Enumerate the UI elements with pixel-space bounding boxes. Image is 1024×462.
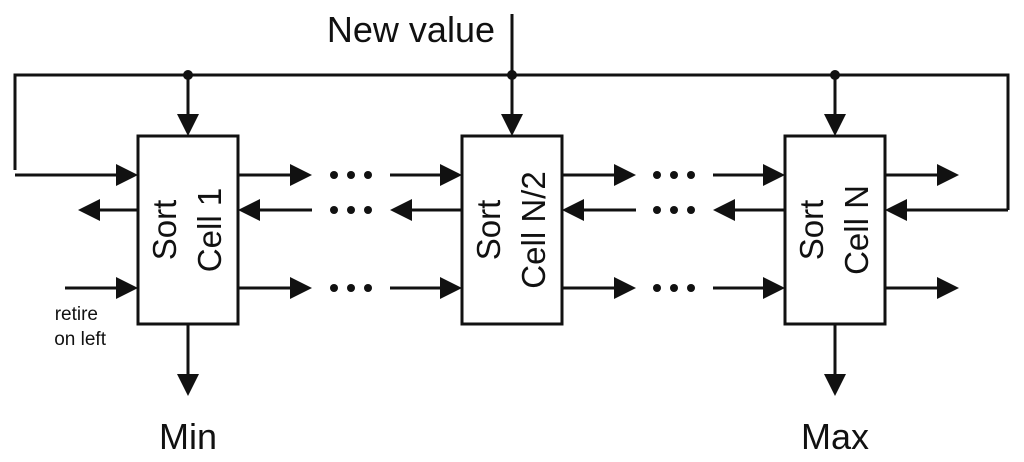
- retire-label-line1: retire: [55, 304, 98, 325]
- ellipsis: [330, 206, 372, 214]
- arrowhead-right: [614, 164, 636, 186]
- ellipsis-group: [330, 171, 695, 292]
- arrowhead-down: [177, 114, 199, 136]
- cell-label-line2: Cell 1: [191, 188, 228, 272]
- arrowhead-left: [238, 199, 260, 221]
- ellipsis: [653, 206, 695, 214]
- arrowhead-left: [562, 199, 584, 221]
- arrowhead-right: [116, 164, 138, 186]
- bus-taps: [177, 75, 846, 136]
- arrowhead-left: [390, 199, 412, 221]
- arrowhead-right: [440, 164, 462, 186]
- arrowhead-right: [290, 164, 312, 186]
- arrowhead-right: [763, 164, 785, 186]
- cell-box: [136, 134, 240, 326]
- arrowhead-right: [440, 277, 462, 299]
- retire-label-line2: on left: [54, 329, 106, 350]
- arrowhead-right: [614, 277, 636, 299]
- arrowhead-left: [885, 199, 907, 221]
- ellipsis: [330, 284, 372, 292]
- cell-label-line2: Cell N: [838, 185, 875, 275]
- min-output: Min: [159, 324, 217, 457]
- arrowhead-down: [501, 114, 523, 136]
- row-middle-arrows: [78, 199, 1008, 221]
- arrowhead-down: [824, 374, 846, 396]
- arrowhead-left: [713, 199, 735, 221]
- arrowhead-right: [290, 277, 312, 299]
- arrowhead-down: [824, 114, 846, 136]
- cell-label-line1: Sort: [470, 200, 507, 261]
- arrowhead-right: [763, 277, 785, 299]
- arrowhead-right: [937, 164, 959, 186]
- new-value-label: New value: [327, 9, 495, 50]
- arrowhead-right: [937, 277, 959, 299]
- cell-label-line2: Cell N/2: [515, 171, 552, 288]
- cell-label-line1: Sort: [793, 200, 830, 261]
- max-output: Max: [801, 324, 869, 457]
- arrowhead-left: [78, 199, 100, 221]
- row-bottom-arrows: [65, 277, 959, 299]
- max-label: Max: [801, 416, 869, 457]
- min-label: Min: [159, 416, 217, 457]
- arrowhead-right: [116, 277, 138, 299]
- cell-box: [460, 134, 564, 326]
- sort-cell-1: Sort Cell 1: [136, 134, 240, 326]
- ellipsis: [330, 171, 372, 179]
- ellipsis: [653, 284, 695, 292]
- cell-label-line1: Sort: [146, 200, 183, 261]
- ellipsis: [653, 171, 695, 179]
- sort-cell-n-half: Sort Cell N/2: [460, 134, 564, 326]
- row-top-arrows: [15, 164, 959, 186]
- arrowhead-down: [177, 374, 199, 396]
- sort-cell-n: Sort Cell N: [783, 134, 887, 326]
